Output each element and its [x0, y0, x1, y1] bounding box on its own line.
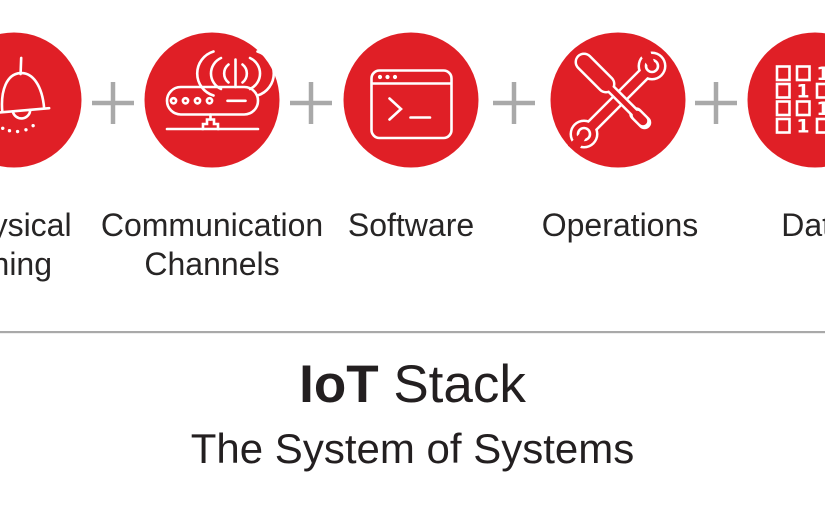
- svg-text:1: 1: [816, 98, 825, 120]
- badge-physical-thing: [0, 30, 84, 170]
- label-line: Operations: [541, 207, 699, 243]
- badge-data: 1 1 1 1: [745, 30, 825, 170]
- label-physical-thing: Physical Thing: [0, 206, 72, 284]
- label-line: Communication: [100, 207, 324, 243]
- label-operations: Operations: [542, 206, 699, 245]
- plus-icon: [493, 82, 535, 124]
- wifi-router-icon: [165, 50, 276, 131]
- crossed-tools-icon: [567, 46, 667, 153]
- circle-background: [343, 32, 479, 168]
- plus-separator: [693, 80, 739, 126]
- divider-line: [0, 331, 825, 334]
- plus-separator: [90, 80, 136, 126]
- page-subtitle: The System of Systems: [190, 425, 635, 472]
- plus-icon: [290, 82, 332, 124]
- svg-text:1: 1: [816, 63, 825, 85]
- circle-background: [747, 32, 825, 168]
- circle-background: [0, 32, 82, 168]
- plus-separator: [491, 80, 537, 126]
- label-line: Thing: [0, 246, 53, 282]
- label-data: Data: [781, 206, 825, 245]
- label-line: Data: [781, 207, 825, 243]
- badge-software: [341, 30, 481, 170]
- page-title: IoT Stack: [0, 356, 825, 414]
- plus-icon: [695, 82, 737, 124]
- title-bold-part: IoT: [299, 355, 379, 414]
- title-regular-part: Stack: [378, 355, 526, 414]
- badge-communication-channels: [142, 30, 282, 170]
- binary-code-icon: 1 1 1 1: [775, 63, 825, 138]
- label-line: Channels: [144, 246, 280, 282]
- label-communication-channels: Communication Channels: [101, 206, 323, 284]
- label-line: Software: [347, 207, 475, 243]
- label-line: Physical: [0, 207, 72, 243]
- label-software: Software: [348, 206, 474, 245]
- plus-icon: [92, 82, 134, 124]
- svg-text:1: 1: [796, 116, 809, 138]
- pendant-lamp-icon: [0, 56, 51, 134]
- plus-separator: [288, 80, 334, 126]
- svg-text:1: 1: [796, 81, 809, 103]
- terminal-window-icon: [370, 69, 453, 140]
- badge-operations: [548, 30, 688, 170]
